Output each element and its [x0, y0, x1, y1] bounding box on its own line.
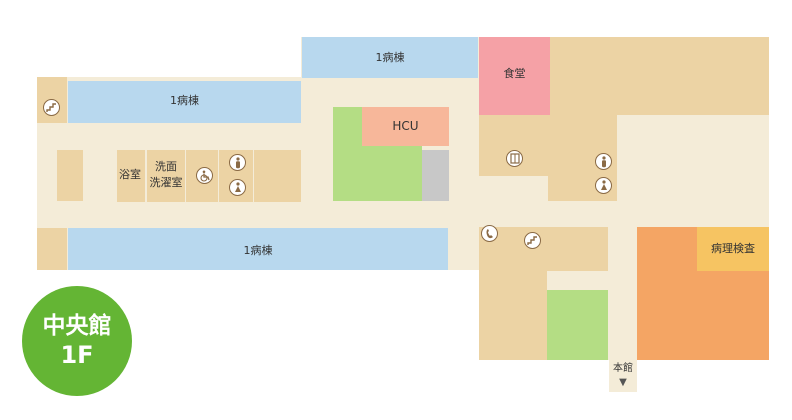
room-cafeteria	[479, 37, 550, 115]
washroom-label-line1: 洗面	[155, 160, 177, 174]
restroom-icon	[595, 177, 612, 194]
exit-label: 本館	[613, 362, 633, 374]
ward-top-label: 1病棟	[375, 51, 405, 65]
room-phone-stairs	[479, 227, 608, 271]
stairs-icon	[524, 232, 541, 249]
restroom-icon	[595, 153, 612, 170]
floor-badge: 中央館 1F	[22, 286, 132, 396]
stairs-icon	[43, 99, 60, 116]
room-bottom-left	[479, 271, 547, 360]
ward-left	[68, 81, 301, 123]
ward-bottom	[68, 228, 448, 270]
restroom-icon	[229, 179, 246, 196]
corridor-middle	[449, 199, 479, 270]
cafeteria-label: 食堂	[503, 67, 526, 81]
room-green-bottom	[547, 290, 608, 360]
washroom-label-line2: 洗濯室	[149, 176, 183, 190]
building-name: 中央館	[42, 313, 112, 339]
room-left-bottom	[37, 228, 67, 270]
accessible-toilet-icon	[196, 167, 213, 184]
ward-bottom-label: 1病棟	[243, 244, 273, 258]
room-washroom	[147, 150, 185, 202]
floor-number: 1F	[60, 341, 94, 369]
room-pathology-label-bg	[697, 227, 769, 271]
elevator-icon	[506, 150, 523, 167]
phone-icon	[481, 225, 498, 242]
bath-label: 浴室	[119, 168, 141, 182]
room-left-mid	[57, 150, 83, 201]
room-gray	[422, 150, 449, 201]
room-bath	[117, 150, 145, 202]
hcu-label: HCU	[392, 118, 419, 133]
room-cafeteria-below	[479, 114, 617, 176]
ward-left-label: 1病棟	[170, 94, 199, 108]
restroom-icon	[229, 154, 246, 171]
ward-top	[302, 37, 478, 78]
room-left-end	[254, 150, 301, 202]
room-hcu	[362, 107, 449, 146]
pathology-label: 病理検査	[711, 242, 755, 256]
room-top-right	[550, 37, 769, 115]
exit-arrow-icon: ▼	[619, 376, 627, 388]
corridor-exit	[609, 356, 637, 392]
